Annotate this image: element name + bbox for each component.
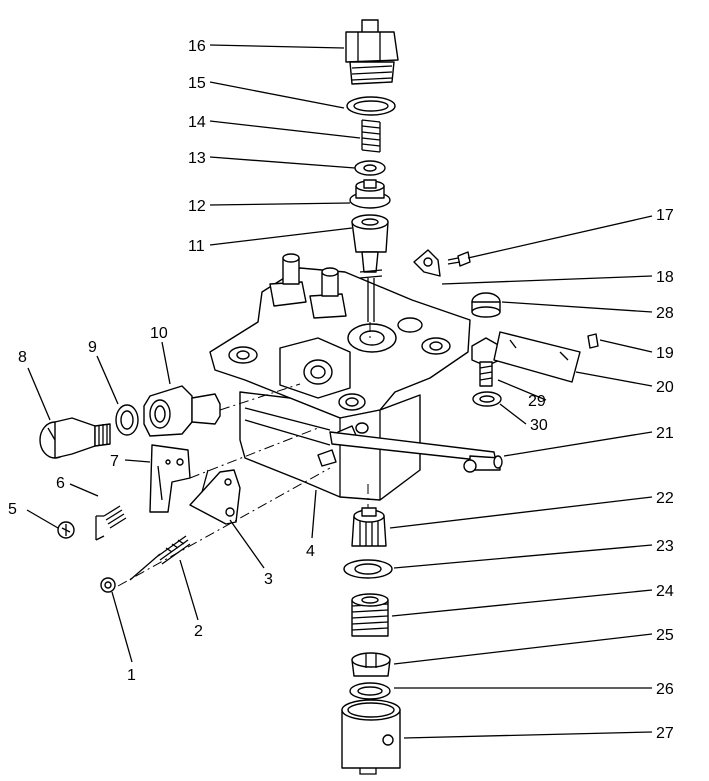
part-7-bracket	[149, 444, 191, 513]
callout-26: 26	[656, 681, 674, 698]
callout-2: 2	[194, 623, 203, 640]
part-26-washer	[349, 682, 391, 700]
callout-19: 19	[656, 345, 674, 362]
part-15-washer	[346, 96, 396, 116]
callout-4: 4	[306, 543, 315, 560]
callout-11: 11	[188, 238, 205, 255]
part-5-clip	[57, 521, 75, 539]
callout-23: 23	[656, 538, 674, 555]
part-12-valve	[349, 179, 391, 209]
part-2-spring-rod	[129, 535, 191, 581]
callout-14: 14	[188, 114, 206, 131]
part-6-spring	[95, 505, 127, 541]
callout-5: 5	[8, 501, 17, 518]
callout-10: 10	[150, 325, 168, 342]
part-29-screw	[471, 337, 501, 387]
callout-9: 9	[88, 339, 97, 356]
assembly-centerline-mid	[189, 427, 319, 479]
callout-24: 24	[656, 583, 674, 600]
callout-18: 18	[656, 269, 674, 286]
part-1-clip	[100, 577, 116, 593]
part-16-delivery-valve-holder	[345, 19, 399, 85]
callout-numbers: 1 2 3 4 5 6 7 8 9 10 11 12 13 14 15 16 1…	[8, 38, 674, 742]
part-20-plate	[493, 331, 581, 383]
part-18-seal	[413, 249, 441, 277]
part-28-cap	[471, 292, 501, 318]
part-14-spring	[361, 119, 381, 153]
part-27-sleeve	[341, 699, 401, 775]
callout-20: 20	[656, 379, 674, 396]
callout-28: 28	[656, 305, 674, 322]
callout-25: 25	[656, 627, 674, 644]
part-21-shaft	[329, 431, 503, 473]
callout-12: 12	[188, 198, 206, 215]
part-23-washer	[343, 559, 393, 579]
callout-30: 30	[530, 417, 548, 434]
callout-7: 7	[110, 453, 119, 470]
part-25-seat	[351, 652, 391, 677]
callout-8: 8	[18, 349, 27, 366]
callout-1: 1	[127, 667, 136, 684]
callout-6: 6	[56, 475, 65, 492]
callout-22: 22	[656, 490, 674, 507]
pump-housing	[209, 253, 471, 501]
part-30-washer	[472, 391, 502, 407]
part-8-banjo-bolt	[39, 417, 111, 459]
part-13-washer	[354, 160, 386, 176]
part-22-gear	[351, 507, 387, 547]
part-3-lever	[189, 469, 241, 525]
callout-16: 16	[188, 38, 206, 55]
callout-27: 27	[656, 725, 674, 742]
callout-13: 13	[188, 150, 206, 167]
callout-21: 21	[656, 425, 674, 442]
part-17-fitting	[447, 251, 471, 267]
part-19-screw	[587, 333, 599, 349]
part-11-barrel	[351, 214, 389, 322]
callout-3: 3	[264, 571, 273, 588]
part-9-washer	[115, 404, 139, 436]
assembly-centerline-lower	[117, 467, 331, 587]
leader-lines	[26, 44, 653, 739]
callout-29: 29	[528, 393, 546, 410]
part-24-spring	[351, 593, 389, 637]
part-10-fitting	[143, 383, 301, 437]
callout-15: 15	[188, 75, 206, 92]
callout-17: 17	[656, 207, 674, 224]
